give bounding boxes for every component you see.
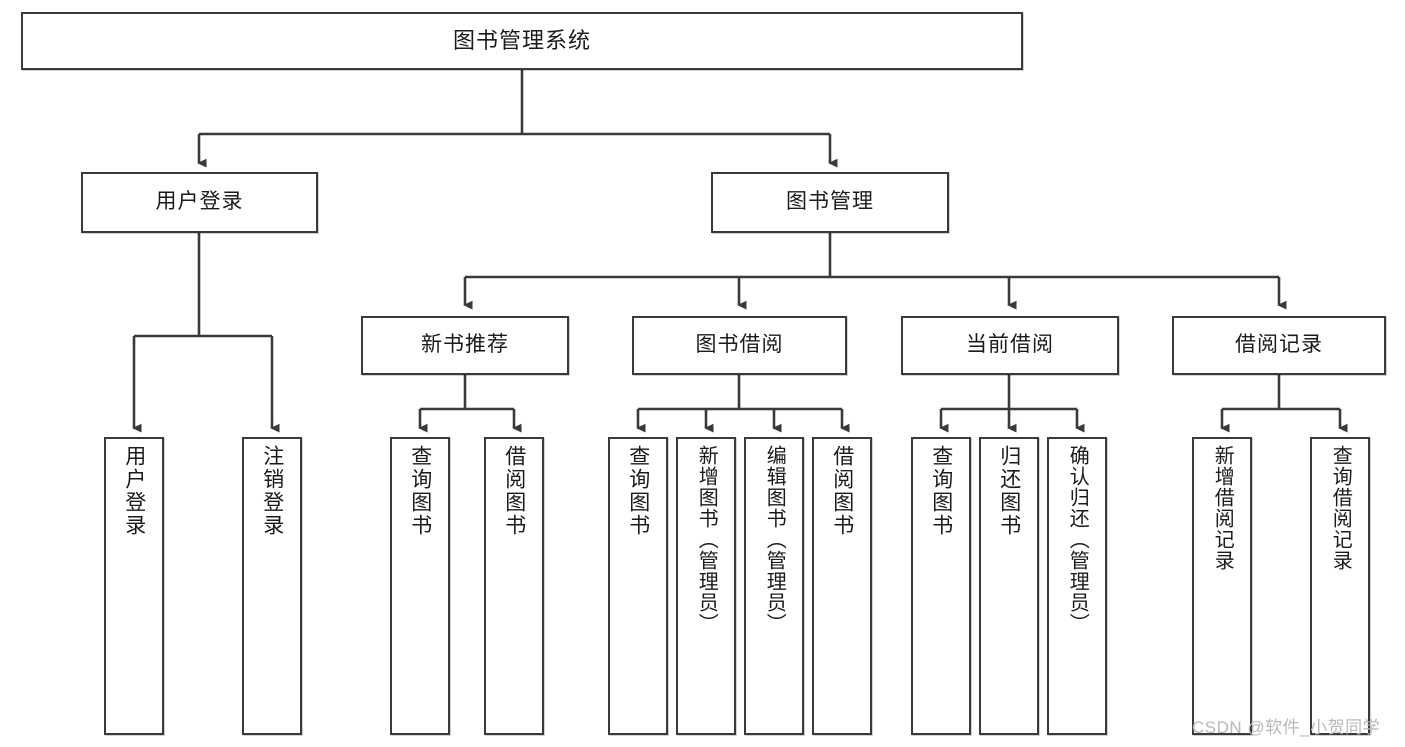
node-root-book-management-system[interactable]: 图书管理系统 — [21, 12, 1023, 70]
node-label: 借阅图书 — [502, 445, 526, 537]
node-current-borrow[interactable]: 当前借阅 — [901, 316, 1119, 375]
node-user-login[interactable]: 用户登录 — [81, 172, 318, 233]
leaf-user-login-logout[interactable]: 注销登录 — [242, 437, 302, 735]
node-label: 确认归还（管理员） — [1066, 445, 1089, 634]
leaf-current-borrow-return-book[interactable]: 归还图书 — [979, 437, 1039, 735]
leaf-user-login-login[interactable]: 用户登录 — [104, 437, 164, 735]
node-book-borrow[interactable]: 图书借阅 — [632, 316, 847, 375]
leaf-new-book-borrow-book[interactable]: 借阅图书 — [484, 437, 544, 735]
node-book-management[interactable]: 图书管理 — [711, 172, 949, 233]
node-label: 归还图书 — [997, 445, 1021, 537]
node-label: 图书管理 — [786, 190, 874, 214]
leaf-book-borrow-query-book[interactable]: 查询图书 — [608, 437, 668, 735]
node-label: 新增借阅记录 — [1211, 445, 1234, 571]
node-label: 查询图书 — [929, 445, 953, 537]
node-label: 借阅图书 — [830, 445, 854, 537]
node-label: 用户登录 — [122, 445, 146, 537]
leaf-book-borrow-edit-book-admin[interactable]: 编辑图书（管理员） — [744, 437, 804, 735]
leaf-book-borrow-add-book-admin[interactable]: 新增图书（管理员） — [676, 437, 736, 735]
node-label: 借阅记录 — [1235, 333, 1323, 357]
node-label: 图书管理系统 — [452, 28, 591, 54]
node-label: 当前借阅 — [966, 333, 1054, 357]
leaf-book-borrow-borrow-book[interactable]: 借阅图书 — [812, 437, 872, 735]
leaf-new-book-query-book[interactable]: 查询图书 — [390, 437, 450, 735]
node-new-book-recommend[interactable]: 新书推荐 — [361, 316, 569, 375]
leaf-borrow-records-query-record[interactable]: 查询借阅记录 — [1310, 437, 1370, 735]
node-label: 查询图书 — [408, 445, 432, 537]
node-label: 查询借阅记录 — [1329, 445, 1352, 571]
node-borrow-records[interactable]: 借阅记录 — [1172, 316, 1386, 375]
node-label: 编辑图书（管理员） — [763, 445, 786, 634]
node-label: 注销登录 — [260, 445, 284, 537]
node-label: 图书借阅 — [695, 333, 784, 357]
leaf-borrow-records-add-record[interactable]: 新增借阅记录 — [1192, 437, 1252, 735]
node-label: 新书推荐 — [421, 333, 509, 357]
csdn-watermark: CSDN @软件_小贺同学 — [1192, 718, 1381, 737]
node-label: 新增图书（管理员） — [695, 445, 718, 634]
node-label: 用户登录 — [155, 190, 244, 214]
leaf-current-borrow-query-book[interactable]: 查询图书 — [911, 437, 971, 735]
leaf-current-borrow-confirm-return-admin[interactable]: 确认归还（管理员） — [1047, 437, 1107, 735]
node-label: 查询图书 — [626, 445, 650, 537]
